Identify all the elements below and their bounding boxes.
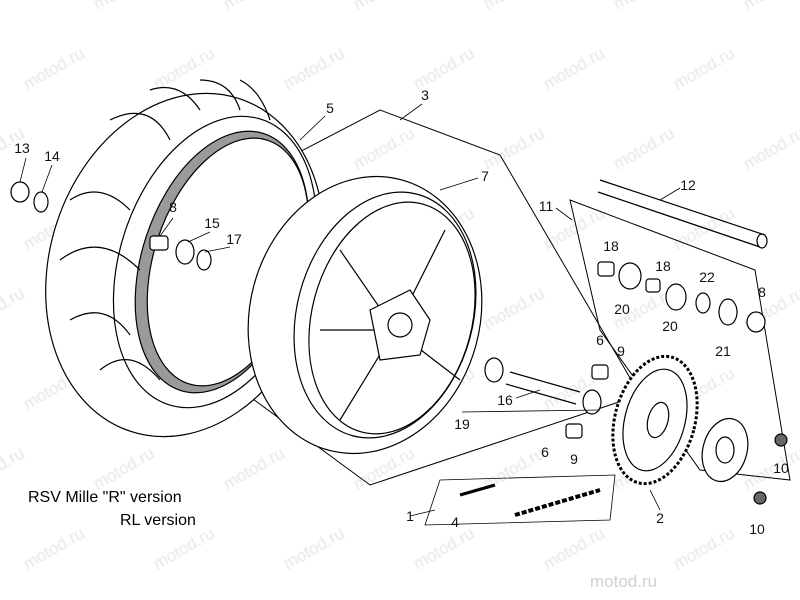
axle-12 xyxy=(597,179,768,249)
callout-15: 15 xyxy=(204,215,220,231)
watermark-text: motod.ru xyxy=(590,572,658,591)
callout-20: 20 xyxy=(614,301,630,317)
sprocket-carrier xyxy=(701,417,749,483)
callout-16: 16 xyxy=(497,392,513,408)
callout-19: 19 xyxy=(454,416,470,432)
callout-7: 7 xyxy=(481,168,489,184)
sprocket xyxy=(611,354,699,486)
callout-10b: 10 xyxy=(749,521,765,537)
callout-3: 3 xyxy=(421,87,429,103)
wheel-rim xyxy=(247,175,483,455)
caption-rl-version: RL version xyxy=(120,512,196,529)
callout-5: 5 xyxy=(326,100,334,116)
callout-21: 21 xyxy=(715,343,731,359)
callout-8b: 8 xyxy=(758,284,766,300)
callout-18b: 18 xyxy=(655,258,671,274)
shaft-16 xyxy=(505,371,581,405)
caption-rsv-mille-r: RSV Mille "R" version xyxy=(28,489,182,506)
callout-6: 6 xyxy=(596,332,604,348)
bearings xyxy=(10,181,766,439)
callout-6b: 6 xyxy=(541,444,549,460)
callout-9: 9 xyxy=(617,343,625,359)
callout-14: 14 xyxy=(44,148,60,164)
callout-17: 17 xyxy=(226,231,242,247)
callout-1: 1 xyxy=(406,508,414,524)
spacer-group-outline xyxy=(569,199,791,481)
callout-8: 8 xyxy=(169,199,177,215)
chain-box xyxy=(424,474,616,526)
leader-lines xyxy=(19,103,681,517)
callout-11: 11 xyxy=(538,198,554,214)
callout-10: 10 xyxy=(773,460,789,476)
callout-9b: 9 xyxy=(570,451,578,467)
callout-20b: 20 xyxy=(662,318,678,334)
callout-22: 22 xyxy=(699,269,715,285)
callout-4: 4 xyxy=(451,514,459,530)
callout-12: 12 xyxy=(680,177,696,193)
callout-13: 13 xyxy=(14,140,30,156)
callout-18: 18 xyxy=(603,238,619,254)
callout-2: 2 xyxy=(656,510,664,526)
